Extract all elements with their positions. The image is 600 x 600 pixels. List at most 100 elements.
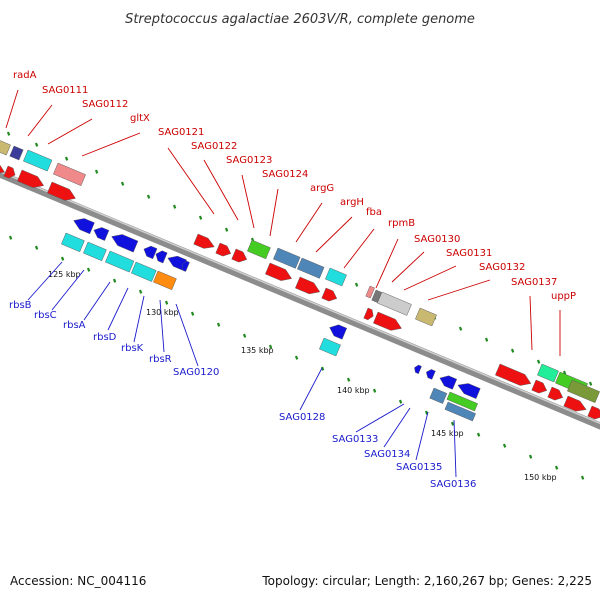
gene-arrow-rev-group (426, 369, 436, 380)
gene-label-sag0123: SAG0123 (226, 155, 272, 166)
scale-tick (580, 475, 585, 480)
scale-tick (346, 377, 351, 382)
gene-arrow-rev (457, 383, 481, 399)
gene-box (0, 137, 11, 156)
gene-arrow-rev-group (73, 218, 95, 235)
gene-arrow (321, 287, 338, 302)
gene-arrow-rev-group (181, 260, 190, 272)
gene-arrow-rev (439, 375, 458, 390)
gene-arrow-group (587, 405, 600, 420)
gene-box (429, 387, 448, 404)
leader-line (83, 281, 111, 321)
gene-arrow-rev (93, 227, 110, 241)
leader-line (415, 411, 429, 461)
scale-tick (164, 300, 169, 305)
gene-arrow (495, 363, 532, 386)
scale-tick (138, 289, 143, 294)
scale-label: 145 kbp (431, 429, 464, 438)
gene-arrow (231, 248, 248, 263)
gene-label-rpmb: rpmB (388, 218, 415, 229)
scale-tick (242, 333, 247, 338)
gene-arrow-rev (143, 245, 158, 260)
scale-tick (458, 326, 463, 331)
gene-box-group (429, 387, 448, 404)
gene-box (53, 162, 86, 186)
gene-box (377, 291, 412, 316)
leader-line (5, 89, 19, 129)
gene-label-sag0131: SAG0131 (446, 248, 492, 259)
gene-arrow-rev-group (439, 375, 458, 390)
gene-box (415, 307, 437, 327)
gene-label-rbsb: rbsB (9, 300, 32, 311)
gene-box-group (273, 247, 301, 269)
scale-label: 130 kbp (146, 308, 179, 317)
leader-line (51, 269, 85, 311)
leader-line (167, 147, 215, 215)
gene-box-group (325, 267, 347, 287)
gene-arrow-rev-group (329, 324, 348, 340)
gene-box-group (83, 241, 107, 262)
gene-box (105, 250, 135, 273)
gene-arrow-group (363, 307, 374, 321)
scale-tick (172, 204, 177, 209)
genome-summary-text: Topology: circular; Length: 2,160,267 bp… (261, 574, 592, 588)
gene-arrow-group (295, 276, 321, 295)
gene-arrow-rev (73, 218, 95, 235)
gene-box-group (444, 401, 476, 422)
gene-arrow (3, 165, 16, 179)
gene-box-group (0, 137, 11, 156)
gene-label-sag0136: SAG0136 (430, 479, 476, 490)
scale-label: 125 kbp (48, 270, 81, 279)
gene-arrow-rev-group (111, 234, 139, 253)
gene-label-sag0120: SAG0120 (173, 367, 219, 378)
scale-tick (588, 381, 593, 386)
gene-box-group (9, 145, 24, 161)
scale-label: 150 kbp (524, 473, 557, 482)
gene-arrow-group (547, 386, 564, 401)
gene-arrow-rev (329, 324, 348, 340)
scale-tick (8, 235, 13, 240)
gene-box (273, 247, 301, 269)
leader-line (133, 295, 145, 343)
gene-box (319, 337, 341, 357)
gene-box-group (297, 257, 325, 279)
gene-label-sag0124: SAG0124 (262, 169, 308, 180)
scale-tick (484, 337, 489, 342)
leader-line (315, 216, 353, 253)
scale-tick (528, 454, 533, 459)
scale-tick (224, 227, 229, 232)
scale-tick (64, 156, 69, 161)
leader-line (375, 238, 399, 289)
scale-tick (502, 443, 507, 448)
gene-arrow (373, 311, 402, 331)
gene-box (9, 145, 24, 161)
scale-tick (198, 215, 203, 220)
scale-tick (120, 181, 125, 186)
scale-tick (60, 256, 65, 261)
gene-label-sag0112: SAG0112 (82, 99, 128, 110)
gene-label-sag0122: SAG0122 (191, 141, 237, 152)
scale-tick (398, 399, 403, 404)
gene-arrow (587, 405, 600, 420)
leader-line (159, 299, 165, 353)
gene-box-group (319, 337, 341, 357)
gene-arrow-group (495, 363, 532, 386)
gene-arrow-group (231, 248, 248, 263)
scale-tick (216, 322, 221, 327)
gene-label-rbsc: rbsC (34, 310, 57, 321)
scale-tick (354, 282, 359, 287)
gene-box-group (131, 261, 157, 282)
scale-tick (554, 465, 559, 470)
gene-box-group (153, 270, 177, 291)
scale-tick (190, 311, 195, 316)
gene-box (537, 363, 559, 383)
gene-box-group (23, 149, 53, 172)
gene-arrow (295, 276, 321, 295)
scale-tick (268, 344, 273, 349)
gene-arrow-rev (426, 369, 436, 380)
gene-arrow-group (193, 233, 215, 249)
scale-tick (536, 359, 541, 364)
leader-line (107, 287, 129, 331)
gene-arrow-rev (414, 364, 422, 374)
gene-arrow-rev (181, 260, 190, 272)
